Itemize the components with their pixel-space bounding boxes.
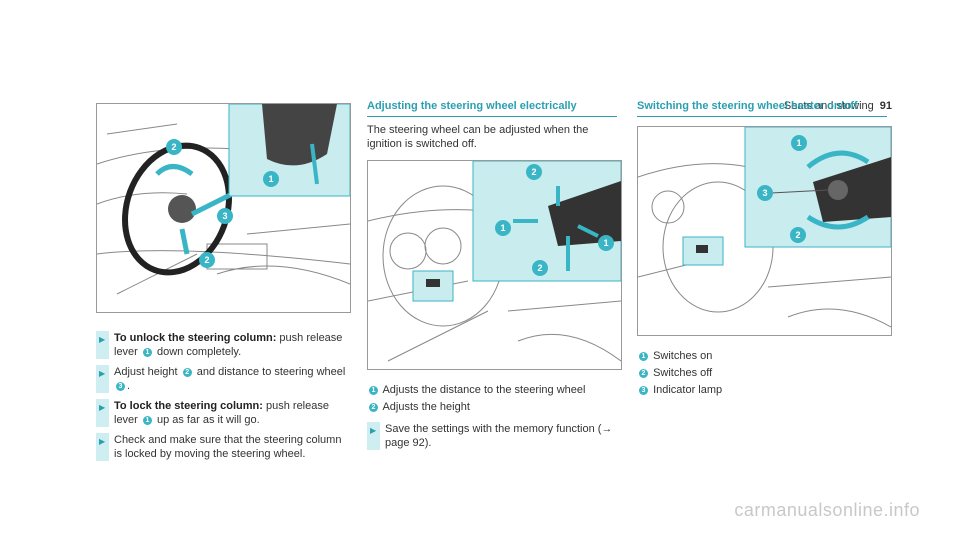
section-title: Adjusting the steering wheel electricall…: [367, 100, 617, 117]
intro-text: The steering wheel can be adjusted when …: [367, 124, 589, 150]
page-number: 91: [879, 100, 892, 112]
column-1-text: ▶ To unlock the steering column: push re…: [96, 325, 349, 461]
svg-text:2: 2: [537, 263, 542, 273]
section-name: Seats and stowing: [783, 100, 874, 112]
legend-item: 1 Adjusts the distance to the steering w…: [367, 383, 620, 397]
svg-text:2: 2: [795, 230, 800, 240]
column-3-legend: 1 Switches on 2 Switches off 3 Indicator…: [637, 346, 890, 397]
column-2: Adjusting the steering wheel electricall…: [367, 100, 617, 151]
arrow-icon: ▶: [99, 437, 106, 446]
instruction-step: ▶ Adjust height 2 and distance to steeri…: [96, 365, 349, 393]
arrow-icon: ▶: [99, 403, 106, 412]
figure-steering-column-manual: 2 1 3 2: [96, 103, 351, 313]
instruction-step: ▶ Save the settings with the memory func…: [367, 422, 620, 450]
legend-item: 1 Switches on: [637, 349, 890, 363]
figure-steering-electric: 2 1 1 2: [367, 160, 622, 370]
arrow-icon: ▶: [370, 426, 377, 435]
svg-text:2: 2: [204, 255, 209, 265]
svg-text:3: 3: [222, 211, 227, 221]
svg-text:2: 2: [531, 167, 536, 177]
figure-steering-heater: 1 3 2: [637, 126, 892, 336]
section-title: Switching the steering wheel heater on/o…: [637, 100, 887, 117]
instruction-step: ▶ Check and make sure that the steering …: [96, 433, 349, 461]
svg-text:1: 1: [268, 174, 273, 184]
arrow-icon: ▶: [99, 335, 106, 344]
arrow-icon: ▶: [99, 369, 106, 378]
legend-item: 2 Switches off: [637, 366, 890, 380]
svg-text:1: 1: [500, 223, 505, 233]
legend-item: 3 Indicator lamp: [637, 383, 890, 397]
svg-text:1: 1: [796, 138, 801, 148]
svg-text:1: 1: [603, 238, 608, 248]
column-2-legend: 1 Adjusts the distance to the steering w…: [367, 380, 620, 450]
legend-item: 2 Adjusts the height: [367, 400, 620, 414]
svg-text:2: 2: [171, 142, 176, 152]
svg-text:3: 3: [762, 188, 767, 198]
running-header: Seats and stowing 91: [784, 100, 892, 112]
instruction-step: ▶ To lock the steering column: push rele…: [96, 399, 349, 427]
column-3: Switching the steering wheel heater on/o…: [637, 100, 887, 117]
instruction-step: ▶ To unlock the steering column: push re…: [96, 331, 349, 359]
watermark: carmanualsonline.info: [734, 500, 920, 520]
